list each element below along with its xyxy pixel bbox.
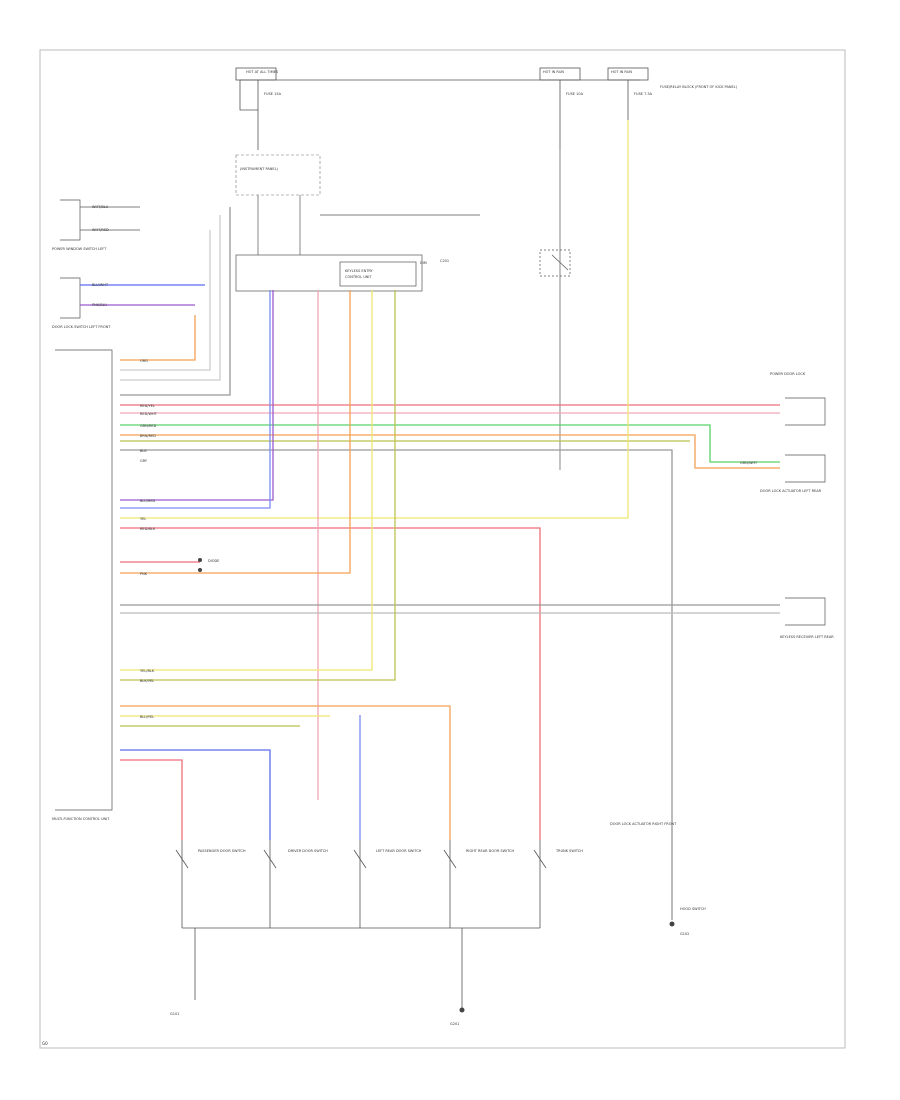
fuse-block-box xyxy=(235,154,321,196)
wire-label-blu-yel: BLU/YEL xyxy=(140,715,154,719)
wire-gray-1 xyxy=(120,449,673,820)
main-control-unit xyxy=(55,349,113,811)
keyless-receiver-label: KEYLESS RECEIVER LEFT REAR xyxy=(780,635,834,639)
wire-label-pnk: PNK xyxy=(140,572,148,576)
door-lock-actuator-rf-label: DOOR LOCK ACTUATOR RIGHT FRONT xyxy=(610,822,677,826)
wire-label-wht-blu: WHT/BLU xyxy=(92,205,109,209)
keyless-unit: CONTROL UNIT xyxy=(345,275,372,279)
wire-red-5 xyxy=(120,759,183,840)
bottom-left-unit-label: MULTI-FUNCTION CONTROL UNIT xyxy=(52,817,110,821)
wire-label-red-blk: RED/BLK xyxy=(140,527,156,531)
wire-gray-left xyxy=(120,207,231,396)
lr-door-sw-label: LEFT REAR DOOR SWITCH xyxy=(376,849,422,853)
wire-white-left2 xyxy=(120,215,221,381)
driver-door-sw-label: DRIVER DOOR SWITCH xyxy=(288,849,328,853)
power-door-lock-label: POWER DOOR LOCK xyxy=(770,372,806,376)
wire-label-brn-red: BRN/RED xyxy=(140,434,156,438)
wire-orange-2 xyxy=(120,290,351,574)
door-lock-sw-label: DOOR LOCK SWITCH LEFT FRONT xyxy=(52,325,111,329)
wire-label-red-wht: RED/WHT xyxy=(140,412,158,416)
ground-g102 xyxy=(669,921,675,927)
fuse2-label: FUSE 10A xyxy=(566,92,584,96)
wire-orange-left xyxy=(120,315,196,361)
wire-label-red-yel: RED/YEL xyxy=(140,404,155,408)
wire-label-blk-yel: BLK/YEL xyxy=(140,679,154,683)
top-right-feed-label: HOT IN RUN xyxy=(611,70,632,74)
fuse1-label: FUSE 15A xyxy=(264,92,282,96)
wire-purple-1 xyxy=(120,290,274,501)
ground2-label: G102 xyxy=(680,932,689,936)
grounds xyxy=(198,558,675,1013)
diode-dot-2 xyxy=(198,568,202,572)
connector-label: C201 xyxy=(440,259,449,263)
hood-sw-label: HOOD SWITCH xyxy=(680,907,706,911)
ground1-label: G101 xyxy=(170,1012,179,1016)
wire-label-blk: BLK xyxy=(140,449,147,453)
colored-wires xyxy=(80,120,780,840)
wire-orange-1 xyxy=(120,434,780,469)
door-lock-actuator-left-label: DOOR LOCK ACTUATOR LEFT REAR xyxy=(760,489,822,493)
wire-green-1 xyxy=(120,424,780,463)
trunk-sw-label: TRUNK SWITCH xyxy=(555,849,583,853)
fuse3-label: FUSE 7.5A xyxy=(634,92,653,96)
ground3-label: G201 xyxy=(450,1022,459,1026)
wire-label-wht-red: WHT/RED xyxy=(92,228,109,232)
pin-note: (INSTRUMENT PANEL) xyxy=(240,167,279,171)
diagram-id: G0 xyxy=(42,1041,48,1046)
wire-label-grn-red: GRN/RED xyxy=(140,424,157,428)
right-components xyxy=(785,397,826,626)
keyless-label: KEYLESS ENTRY xyxy=(345,269,374,273)
wire-blue-2 xyxy=(120,749,271,840)
wire-label-gry: GRY xyxy=(140,459,148,463)
wire-blue-1 xyxy=(120,290,271,509)
bottom-switches xyxy=(175,820,673,1010)
wire-white-left1 xyxy=(120,230,211,371)
relay-cluster xyxy=(235,195,480,292)
wire-label-blu-red: BLU/RED xyxy=(140,499,156,503)
wire-label-yel-blk: YEL/BLK xyxy=(140,669,155,673)
rr-door-sw-label: RIGHT REAR DOOR SWITCH xyxy=(466,849,514,853)
diode-label: DIODE xyxy=(208,559,219,563)
top-left-feed-label: HOT AT ALL TIMES xyxy=(246,70,279,74)
passenger-door-sw-label: PASSENGER DOOR SWITCH xyxy=(198,849,246,853)
wire-label-grn-wht: GRN/WHT xyxy=(740,461,758,465)
ground-g201 xyxy=(459,1007,465,1013)
top-feeds xyxy=(235,67,649,150)
wire-label-pnk-blu: PNK/BLU xyxy=(92,303,107,307)
wire-yellow-2 xyxy=(120,290,373,671)
wire-label-yel: YEL xyxy=(140,517,146,521)
relay-box-note: FUSE/RELAY BLOCK (FRONT OF KICK PANEL) xyxy=(660,85,738,89)
wire-olive-2 xyxy=(120,290,396,681)
mid-right-switch xyxy=(539,150,571,470)
diagram-frame xyxy=(39,49,846,1049)
wire-label-blu-wht: BLU/WHT xyxy=(92,283,109,287)
wire-red-3 xyxy=(120,527,541,840)
wire-orange-3 xyxy=(120,705,451,840)
power-window-sw-label: POWER WINDOW SWITCH LEFT xyxy=(52,247,107,251)
left-top-components xyxy=(60,199,140,319)
diode-dot-1 xyxy=(198,558,202,562)
wire-label-org: ORG xyxy=(140,359,148,363)
top-mid-feed-label: HOT IN RUN xyxy=(543,70,564,74)
dim-label: DIM xyxy=(420,261,427,265)
wire-yellow-1 xyxy=(120,120,629,519)
